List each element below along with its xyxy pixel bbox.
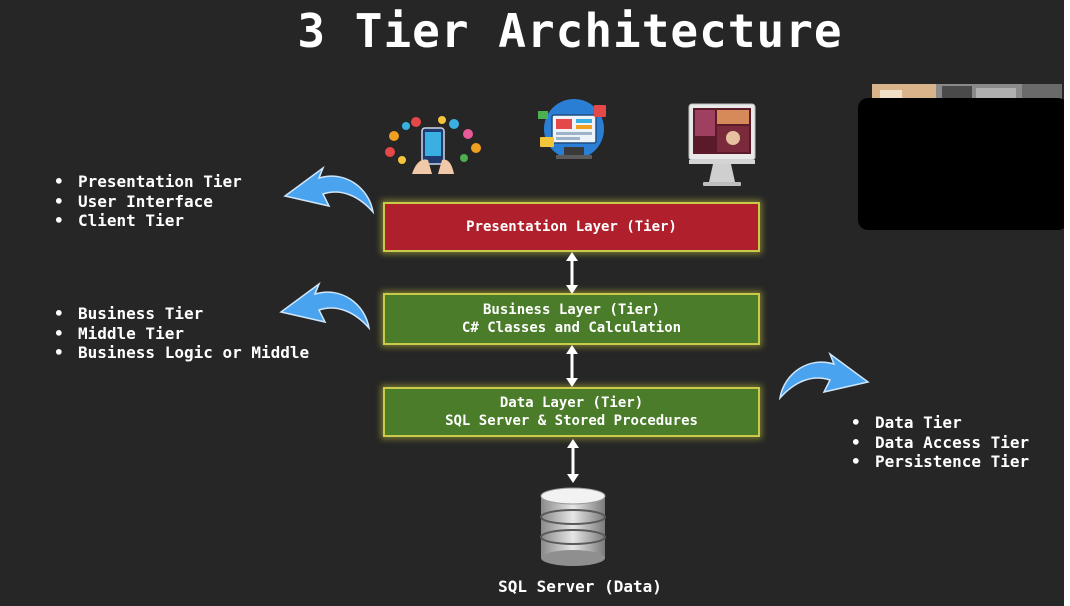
slide-title: 3 Tier Architecture: [297, 4, 843, 58]
list-item: Data Access Tier: [847, 433, 1029, 453]
curved-arrow-icon: [279, 282, 371, 331]
business-layer-box: Business Layer (Tier) C# Classes and Cal…: [383, 293, 760, 345]
list-item: User Interface: [50, 192, 242, 212]
data-layer-box: Data Layer (Tier) SQL Server & Stored Pr…: [383, 387, 760, 437]
data-tier-list: Data Tier Data Access Tier Persistence T…: [847, 413, 1029, 472]
list-item: Data Tier: [847, 413, 1029, 433]
double-arrow-icon: [566, 345, 578, 387]
presentation-layer-label: Presentation Layer (Tier): [466, 219, 677, 235]
desktop-monitor-icon: [688, 103, 756, 186]
data-layer-detail: SQL Server & Stored Procedures: [445, 413, 698, 429]
list-item: Middle Tier: [50, 324, 309, 344]
mobile-apps-icon: [385, 116, 481, 174]
business-tier-list: Business Tier Middle Tier Business Logic…: [50, 304, 309, 363]
database-caption: SQL Server (Data): [498, 577, 662, 596]
presentation-tier-list: Presentation Tier User Interface Client …: [50, 172, 242, 231]
double-arrow-icon: [566, 252, 578, 294]
presentation-layer-box: Presentation Layer (Tier): [383, 202, 760, 252]
business-layer-detail: C# Classes and Calculation: [461, 320, 682, 336]
web-app-icon: [538, 99, 606, 159]
redaction-block: [858, 98, 1064, 230]
list-item: Persistence Tier: [847, 452, 1029, 472]
curved-arrow-icon: [778, 352, 870, 401]
list-item: Presentation Tier: [50, 172, 242, 192]
list-item: Business Tier: [50, 304, 309, 324]
data-layer-label: Data Layer (Tier): [499, 395, 644, 411]
curved-arrow-icon: [283, 166, 375, 215]
database-icon: [540, 487, 606, 566]
double-arrow-icon: [567, 439, 579, 483]
list-item: Client Tier: [50, 211, 242, 231]
business-layer-label: Business Layer (Tier): [482, 302, 660, 318]
list-item: Business Logic or Middle: [50, 343, 309, 363]
